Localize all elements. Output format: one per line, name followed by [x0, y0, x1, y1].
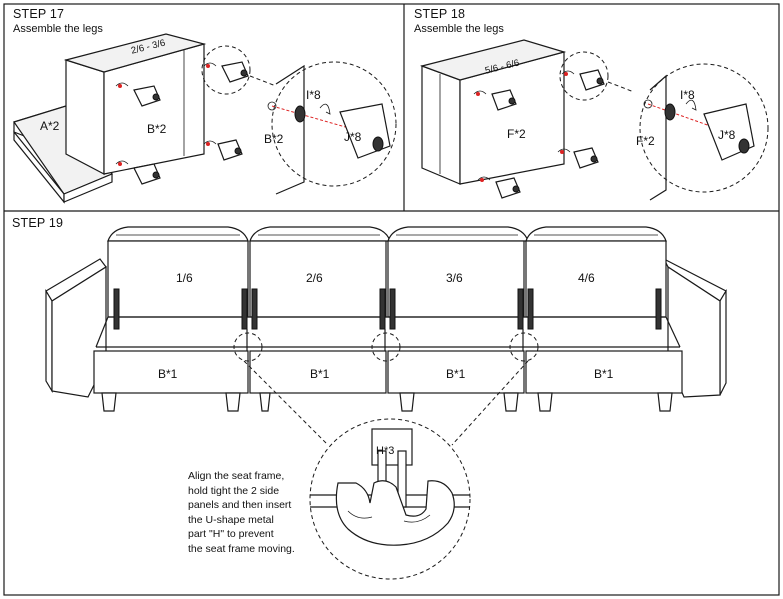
step-17-legs	[115, 61, 249, 185]
back-label-1: 1/6	[176, 271, 193, 285]
hinge-struts	[113, 288, 662, 351]
step-17-part-b-label: B*2	[147, 122, 167, 136]
step-19-drawing	[45, 226, 727, 580]
step-17-zoom-circle	[271, 61, 397, 187]
back-label-4: 4/6	[578, 271, 595, 285]
step-17-callout-small	[201, 45, 251, 95]
step-17-part-a-label: A*2	[40, 119, 60, 133]
seat-label-4: B*1	[594, 367, 614, 381]
callout-joint-3	[509, 332, 539, 362]
step-18-callout-small	[559, 51, 609, 101]
instruction-line: Align the seat frame,	[188, 470, 285, 482]
step-18-part-f-label: F*2	[507, 127, 526, 141]
instruction-line: the U-shape metal	[188, 513, 274, 526]
instruction-line: hold tight the 2 side	[188, 484, 280, 497]
zoom-h-label: H*3	[376, 445, 395, 457]
callout-joint-1	[233, 332, 263, 362]
back-label-2: 2/6	[306, 271, 323, 285]
seat-label-2: B*1	[310, 367, 330, 381]
step-18-panel: STEP 18 Assemble the legs	[404, 4, 779, 211]
step-18-title: STEP 18	[414, 7, 466, 21]
legs	[101, 392, 673, 412]
step-19-title: STEP 19	[12, 216, 64, 230]
seat-boxes	[93, 350, 683, 394]
step-17-subtitle: Assemble the legs	[13, 23, 103, 35]
instruction-line: the seat frame moving.	[188, 542, 295, 555]
seat-label-1: B*1	[158, 367, 178, 381]
step-17-title: STEP 17	[13, 7, 65, 21]
step-17-zoom-part-b-label: B*2	[264, 132, 284, 146]
step-18-drawing	[419, 39, 769, 201]
step-19-panel: STEP 19	[4, 211, 779, 595]
step-17-panel: STEP 17 Assemble the legs	[4, 4, 404, 211]
callout-joint-2	[371, 332, 401, 362]
instruction-line: part "H" to prevent	[188, 528, 274, 540]
back-label-3: 3/6	[446, 271, 463, 285]
instruction-text: Align the seat frame, hold tight the 2 s…	[188, 469, 318, 556]
step-18-zoom-i-label: I*8	[680, 88, 695, 102]
back-cushions	[107, 226, 667, 242]
instruction-line: panels and then insert	[188, 499, 292, 511]
step-17-zoom-i-label: I*8	[306, 88, 321, 102]
step-18-legs	[473, 69, 605, 199]
step-17-zoom-j-label: J*8	[344, 130, 362, 144]
step-18-zoom-j-label: J*8	[718, 128, 736, 142]
step-19-zoom-circle	[309, 418, 471, 580]
step-17-drawing	[13, 33, 397, 204]
step-18-subtitle: Assemble the legs	[414, 23, 504, 35]
step-18-zoom-circle	[639, 63, 769, 193]
step-18-zoom-part-f-label: F*2	[636, 134, 655, 148]
seat-label-3: B*1	[446, 367, 466, 381]
back-panels	[95, 240, 681, 348]
